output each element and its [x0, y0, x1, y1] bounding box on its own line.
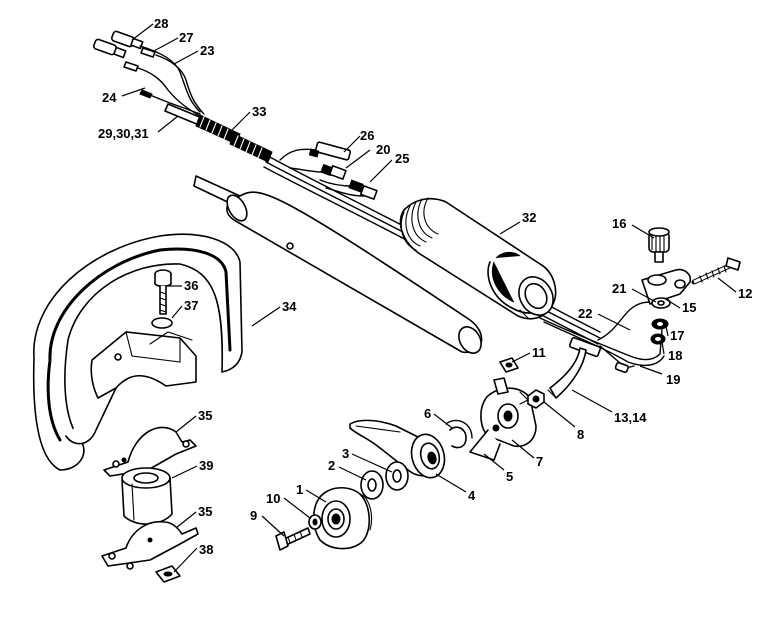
washer-10: [308, 514, 322, 530]
callout-35-upper: 35: [198, 408, 212, 423]
callout-24: 24: [102, 90, 117, 105]
connector-plug-28: [110, 30, 144, 50]
callout-27: 27: [179, 30, 193, 45]
callout-39: 39: [199, 458, 213, 473]
callout-12: 12: [738, 286, 752, 301]
callout-13-14: 13,14: [614, 410, 647, 425]
callout-38: 38: [199, 542, 213, 557]
leaf-spring-13-14: [547, 347, 587, 399]
connector-plug-27: [92, 38, 127, 59]
callout-29-30-31: 29,30,31: [98, 126, 149, 141]
callout-17: 17: [670, 328, 684, 343]
washer-18: [650, 333, 666, 345]
throttle-trigger-4: [349, 419, 446, 479]
square-nut-38: [155, 565, 181, 583]
callout-7: 7: [536, 454, 543, 469]
screw-9: [275, 527, 311, 551]
callout-11: 11: [532, 345, 546, 360]
lever-7: [469, 377, 537, 461]
callout-33: 33: [252, 104, 266, 119]
callout-15: 15: [682, 300, 696, 315]
callout-32: 32: [522, 210, 536, 225]
callout-2: 2: [328, 458, 335, 473]
washer-21: [651, 297, 671, 309]
nut-8: [527, 389, 545, 409]
callout-5: 5: [506, 469, 513, 484]
connector-25: [348, 179, 378, 200]
callout-26: 26: [360, 128, 374, 143]
callout-1: 1: [296, 482, 303, 497]
drive-tube: [193, 175, 483, 354]
callout-10: 10: [266, 491, 280, 506]
callout-16: 16: [612, 216, 626, 231]
washer-3: [385, 461, 409, 491]
knob-16: [648, 227, 670, 263]
callout-37: 37: [184, 298, 198, 313]
spring-6: [445, 419, 473, 449]
clamp-35-lower: [101, 521, 199, 570]
clamp-35-upper: [103, 426, 197, 477]
wire-end: [139, 89, 153, 99]
bolt-36: [154, 269, 172, 315]
connector-20: [320, 163, 347, 180]
housing-1: [312, 487, 373, 550]
callout-36: 36: [184, 278, 198, 293]
ring-terminal: [123, 61, 139, 72]
callout-34: 34: [282, 299, 297, 314]
callout-35-lower: 35: [198, 504, 212, 519]
callout-18: 18: [668, 348, 682, 363]
washer-2: [360, 470, 384, 500]
callout-25: 25: [395, 151, 409, 166]
ring-terminal: [140, 47, 156, 58]
callout-22: 22: [578, 306, 592, 321]
callout-4: 4: [468, 488, 476, 503]
rubber-sleeve-39: [121, 467, 173, 525]
callout-19: 19: [666, 372, 680, 387]
callout-20: 20: [376, 142, 390, 157]
callout-6: 6: [424, 406, 431, 421]
washer-17: [651, 318, 669, 330]
loop-handle-34: [32, 233, 243, 471]
callout-23: 23: [200, 43, 214, 58]
connector-26: [308, 141, 352, 161]
callout-9: 9: [250, 508, 257, 523]
control-bracket-15: [641, 268, 692, 305]
callout-8: 8: [577, 427, 584, 442]
callout-labels: 28 27 23 24 29,30,31 33 26 20 25 32 16 1…: [98, 16, 752, 557]
handle-grip-32: [399, 197, 557, 320]
callout-21: 21: [612, 281, 626, 296]
callout-28: 28: [154, 16, 168, 31]
screw-12: [691, 257, 741, 285]
callout-3: 3: [342, 446, 349, 461]
spring-wrap-33: [195, 114, 273, 163]
leader-lines: [121, 23, 737, 573]
